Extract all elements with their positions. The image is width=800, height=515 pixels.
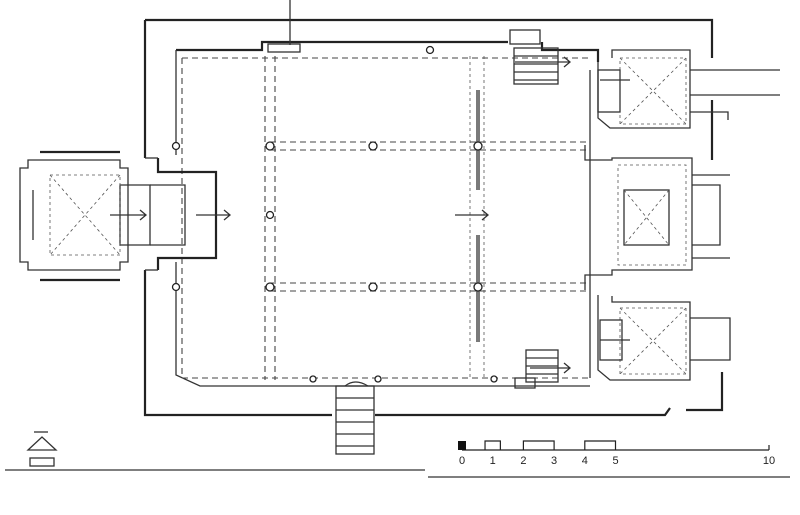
south-entrance-stair xyxy=(335,381,375,455)
scale-tick-label: 3 xyxy=(551,455,557,467)
west-chapel xyxy=(19,150,129,282)
outer-enclosure-wall xyxy=(143,18,724,417)
south-stair xyxy=(514,349,559,389)
scale-segment xyxy=(484,440,501,450)
scale-bar: 0 1 2 3 4 5 10 xyxy=(458,440,775,467)
scale-tick-label: 2 xyxy=(520,455,526,467)
east-chapels xyxy=(584,49,780,381)
scale-tick-label: 5 xyxy=(612,455,618,467)
scale-segment xyxy=(584,440,617,450)
columns xyxy=(171,45,498,383)
direction-arrows xyxy=(110,56,630,374)
scale-tick-label: 4 xyxy=(582,455,588,467)
west-porch xyxy=(119,157,218,271)
arcade-lines xyxy=(264,56,590,380)
nave-wall xyxy=(175,40,600,387)
north-symbol xyxy=(26,431,58,467)
scale-segment xyxy=(522,440,555,450)
scale-tick-label: 10 xyxy=(763,455,775,467)
north-stair xyxy=(509,29,559,85)
top-doorway xyxy=(267,0,301,53)
scale-block-solid xyxy=(458,441,466,450)
scale-tick-label: 0 xyxy=(459,455,465,467)
scale-tick-label: 1 xyxy=(490,455,496,467)
